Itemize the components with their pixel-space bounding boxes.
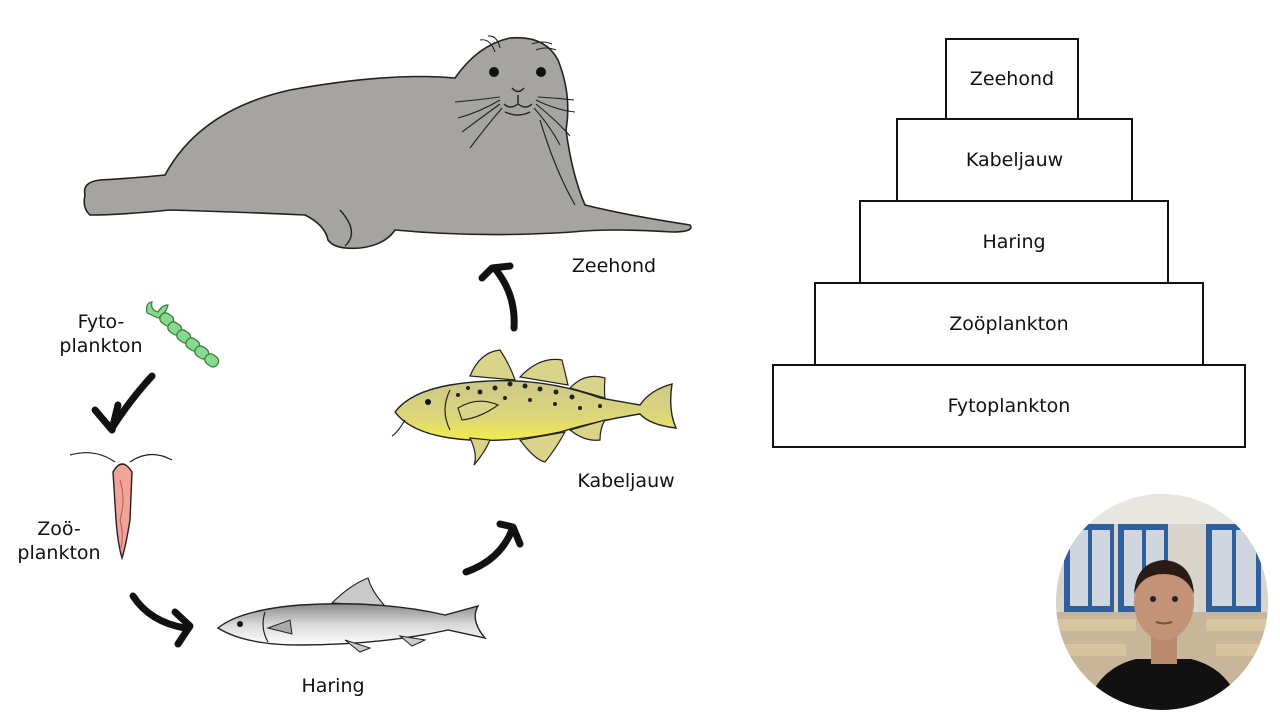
pyramid-level-3: Haring xyxy=(859,200,1169,284)
seal-icon xyxy=(83,35,692,250)
cod-fish-icon xyxy=(391,349,678,466)
pyramid-level-2: Kabeljauw xyxy=(896,118,1133,202)
pyramid-level-5: Fytoplankton xyxy=(772,364,1246,448)
herring-fish-icon xyxy=(216,577,487,653)
label-haring: Haring xyxy=(301,675,365,697)
pyramid-level-1: Zeehond xyxy=(945,38,1079,120)
curved-arrow-icon xyxy=(91,262,524,648)
label-zooplankton: Zoö- plankton xyxy=(17,518,101,564)
label-zeehond: Zeehond xyxy=(571,255,657,277)
copepod-icon xyxy=(69,452,173,561)
label-kabeljauw: Kabeljauw xyxy=(577,470,675,492)
label-fytoplankton: Fyto- plankton xyxy=(59,311,143,357)
pyramid-level-4: Zoöplankton xyxy=(814,282,1204,366)
presenter-webcam-icon xyxy=(1056,494,1268,710)
phytoplankton-chain-icon xyxy=(145,301,220,368)
